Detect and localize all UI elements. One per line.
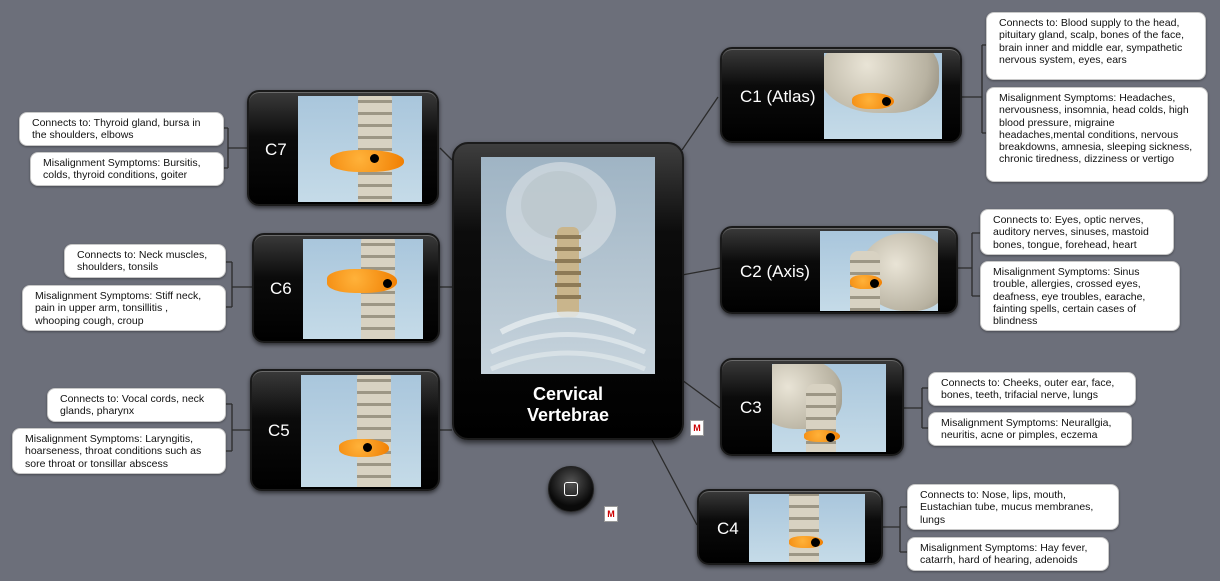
square-icon — [564, 482, 578, 496]
link-central-c2 — [681, 267, 721, 276]
link-c5-notes — [226, 403, 250, 452]
c2-symptoms-note: Misalignment Symptoms: Sinus trouble, al… — [980, 261, 1180, 331]
c5-connects-note: Connects to: Vocal cords, neck glands, p… — [47, 388, 226, 422]
node-c3-label: C3 — [740, 398, 762, 417]
c7-connects-note: Connects to: Thyroid gland, bursa in the… — [19, 112, 224, 146]
link-central-c4 — [651, 439, 698, 526]
mindmap-link-icon-2[interactable]: M — [604, 506, 618, 522]
c3-symptoms-note: Misalignment Symptoms: Neurallgia, neuri… — [928, 412, 1132, 446]
link-central-c3 — [681, 379, 721, 409]
c6-thumbnail-image — [303, 239, 423, 339]
node-c1-label: C1 (Atlas) — [740, 87, 816, 106]
central-node-cervical-vertebrae[interactable]: Cervical Vertebrae — [452, 142, 684, 440]
c4-symptoms-note: Misalignment Symptoms: Hay fever, catarr… — [907, 537, 1109, 571]
node-c6[interactable]: C6 — [252, 233, 440, 343]
c3-thumbnail-image — [772, 364, 886, 452]
node-c5[interactable]: C5 — [250, 369, 440, 491]
node-c2[interactable]: C2 (Axis) — [720, 226, 958, 314]
link-c6-notes — [226, 261, 252, 308]
node-c1[interactable]: C1 (Atlas) — [720, 47, 962, 143]
node-c3[interactable]: C3 — [720, 358, 904, 456]
c3-connects-note: Connects to: Cheeks, outer ear, face, bo… — [928, 372, 1136, 406]
c1-thumbnail-image — [824, 53, 942, 139]
link-c1-notes — [962, 44, 986, 134]
link-central-c1 — [681, 96, 719, 151]
c7-symptoms-note: Misalignment Symptoms: Bursitis, colds, … — [30, 152, 224, 186]
c5-thumbnail-image — [301, 375, 421, 487]
link-c4-notes — [883, 506, 907, 553]
node-c4-label: C4 — [717, 519, 739, 538]
c2-connects-note: Connects to: Eyes, optic nerves, auditor… — [980, 209, 1174, 255]
link-c7-notes — [224, 127, 247, 169]
c5-symptoms-note: Misalignment Symptoms: Laryngitis, hoars… — [12, 428, 226, 474]
c1-connects-note: Connects to: Blood supply to the head, p… — [986, 12, 1206, 80]
c6-connects-note: Connects to: Neck muscles, shoulders, to… — [64, 244, 226, 278]
c7-thumbnail-image — [298, 96, 422, 202]
link-c2-notes — [958, 232, 980, 297]
central-title: Cervical Vertebrae — [526, 384, 610, 425]
c1-symptoms-note: Misalignment Symptoms: Headaches, nervou… — [986, 87, 1208, 182]
link-c3-notes — [904, 387, 928, 429]
node-c5-label: C5 — [268, 421, 290, 440]
cervical-spine-image — [481, 157, 655, 374]
c4-connects-note: Connects to: Nose, lips, mouth, Eustachi… — [907, 484, 1119, 530]
mindmap-link-icon[interactable]: M — [690, 420, 704, 436]
node-c7-label: C7 — [265, 140, 287, 159]
home-button[interactable] — [548, 466, 594, 512]
c2-thumbnail-image — [820, 231, 938, 311]
node-c4[interactable]: C4 — [697, 489, 883, 565]
c6-symptoms-note: Misalignment Symptoms: Stiff neck, pain … — [22, 285, 226, 331]
link-central-c7 — [439, 147, 453, 161]
node-c7[interactable]: C7 — [247, 90, 439, 206]
c4-thumbnail-image — [749, 494, 865, 562]
node-c6-label: C6 — [270, 279, 292, 298]
node-c2-label: C2 (Axis) — [740, 262, 810, 281]
